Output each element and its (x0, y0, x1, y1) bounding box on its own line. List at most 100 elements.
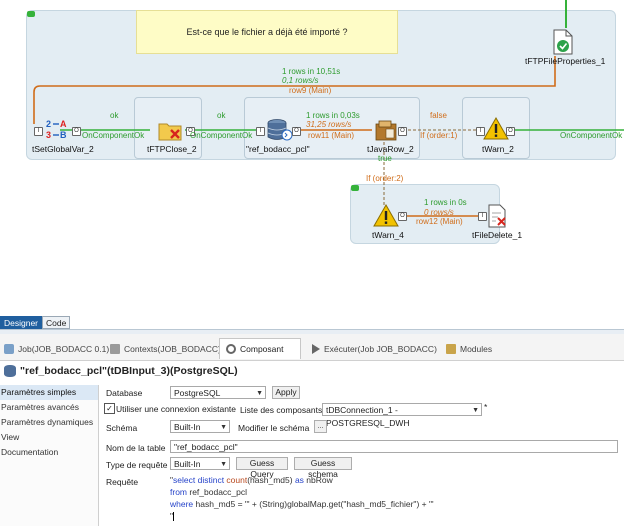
twarn4-component[interactable] (372, 203, 404, 233)
tftpfileproperties-component[interactable] (548, 28, 580, 58)
code-tab[interactable]: Code (42, 316, 71, 329)
row12-name[interactable]: row12 (Main) (416, 217, 463, 226)
input-port[interactable]: I (478, 212, 487, 221)
query-quote-close: " (170, 511, 174, 521)
use-existing-checkbox[interactable]: ✓ (104, 403, 115, 414)
svg-text:B: B (60, 130, 67, 140)
oncomponentok-label-2[interactable]: OnComponentOk (190, 131, 253, 140)
table-name-input[interactable]: "ref_bodacc_pcl" (170, 440, 618, 453)
guess-schema-button[interactable]: Guess schema (294, 457, 352, 479)
warning-icon (483, 116, 509, 140)
row9-stats-2-text: 0,1 rows/s (282, 76, 319, 85)
subjob-collapse-handle[interactable] (351, 185, 359, 191)
schema-label: Schéma (106, 423, 138, 433)
row11-stats-1: 1 rows in 0,03s (306, 111, 360, 120)
query-line-4: " (170, 510, 618, 522)
tab-contexts[interactable]: Contexts(JOB_BODACC) (110, 340, 221, 358)
twarn2-component[interactable] (482, 116, 514, 146)
database-select[interactable]: PostgreSQL ▼ (170, 386, 266, 399)
job-icon (4, 344, 14, 354)
oncomponentok-label-1[interactable]: OnComponentOk (82, 131, 145, 140)
tjavarow-component[interactable] (372, 116, 404, 146)
row9-name[interactable]: row9 (Main) (289, 86, 332, 95)
output-port[interactable]: O (398, 212, 407, 221)
query-label: Requête (106, 477, 139, 487)
output-port[interactable]: O (398, 127, 407, 136)
svg-text:A: A (60, 119, 67, 129)
schema-select[interactable]: Built-In ▼ (170, 420, 230, 433)
tab-modules-label: Modules (460, 344, 493, 354)
subjob-warn (350, 184, 500, 244)
if-order2-label[interactable]: If (order:2) (366, 174, 404, 183)
query-l3-rest: hash_md5 = '" + (String)globalMap.get("h… (193, 499, 434, 509)
query-line-2: from ref_bodacc_pcl (170, 486, 618, 498)
output-port[interactable]: O (506, 127, 515, 136)
schema-select-value: Built-In (174, 422, 201, 432)
modify-schema-label: Modifier le schéma (238, 423, 310, 433)
database-label: Database (106, 388, 143, 398)
tfiledelete-component[interactable] (484, 203, 516, 233)
query-type-label: Type de requête (106, 460, 168, 470)
query-l2-rest: ref_bodacc_pcl (187, 487, 248, 497)
tab-composant[interactable]: Composant (219, 338, 301, 359)
components-list-select[interactable]: tDBConnection_1 - POSTGRESQL_DWH ▼ (322, 403, 482, 428)
output-port[interactable]: O (292, 127, 301, 136)
designer-tab[interactable]: Designer (0, 316, 43, 329)
query-kw-where: where (170, 499, 194, 509)
components-list-value: tDBConnection_1 - POSTGRESQL_DWH (326, 405, 410, 428)
input-port[interactable]: I (256, 127, 265, 136)
tsetglobalvar-label: tSetGlobalVar_2 (32, 144, 94, 154)
row9-stats-2: 0,1 rows/s (282, 76, 318, 85)
if-order1-label[interactable]: If (order:1) (420, 131, 458, 140)
file-check-icon (553, 29, 573, 55)
tab-executer-label: Exécuter(Job JOB_BODACC) (324, 344, 437, 354)
sidebar-item-view[interactable]: View (1, 432, 20, 442)
twarn2-label: tWarn_2 (482, 144, 514, 154)
run-icon (312, 344, 320, 354)
row12-stats-1: 1 rows in 0s (424, 198, 467, 207)
sidebar-item-parametres-dynamiques[interactable]: Paramètres dynamiques (1, 417, 94, 427)
required-marker: * (484, 402, 488, 412)
query-type-select[interactable]: Built-In ▼ (170, 457, 230, 470)
query-kw-from: from (170, 487, 187, 497)
tab-modules[interactable]: Modules (446, 340, 492, 358)
edit-schema-button[interactable]: ... (314, 420, 327, 433)
tdbinput-component[interactable] (264, 116, 296, 146)
query-l1-tail: nbRow (303, 475, 333, 485)
database-select-value: PostgreSQL (174, 388, 221, 398)
tfiledelete-label: tFileDelete_1 (472, 230, 523, 240)
tftpclose-component[interactable] (156, 116, 188, 146)
tab-job[interactable]: Job(JOB_BODACC 0.1) (4, 340, 109, 358)
guess-query-button[interactable]: Guess Query (236, 457, 288, 479)
query-editor[interactable]: "select distinct count(hash_md5) as nbRo… (170, 474, 618, 524)
tab-executer[interactable]: Exécuter(Job JOB_BODACC) (312, 340, 437, 358)
subjob-collapse-handle[interactable] (27, 11, 35, 17)
oncomponentok-label-3[interactable]: OnComponentOk (560, 131, 623, 140)
note-text: Est-ce que le fichier a déjà été importé… (186, 27, 348, 37)
component-title-text: "ref_bodacc_pcl"(tDBInput_3)(PostgreSQL) (20, 365, 238, 377)
sidebar-item-parametres-simples[interactable]: Paramètres simples (0, 385, 98, 400)
connectors (33, 0, 624, 217)
true-label: true (378, 154, 392, 163)
input-port[interactable]: I (34, 127, 43, 136)
database-icon (267, 119, 293, 141)
input-port[interactable]: I (476, 127, 485, 136)
job-designer-canvas[interactable]: Est-ce que le fichier a déjà été importé… (0, 0, 624, 308)
query-kw-as: as (294, 475, 304, 485)
sidebar-item-parametres-avances[interactable]: Paramètres avancés (1, 402, 79, 412)
table-name-label: Nom de la table (106, 443, 166, 453)
apply-button[interactable]: Apply (272, 386, 300, 399)
sidebar-item-documentation[interactable]: Documentation (1, 447, 59, 457)
tdbinput-label: "ref_bodacc_pcl" (246, 144, 310, 154)
query-quote-open: " (170, 475, 174, 485)
tsetglobalvar-component[interactable]: 2 A 3 B (40, 116, 72, 146)
warning-icon (373, 203, 399, 227)
note[interactable]: Est-ce que le fichier a déjà été importé… (136, 10, 398, 54)
query-fn-count: count (226, 475, 248, 485)
row11-stats-2: 31,25 rows/s (306, 120, 351, 129)
output-port[interactable]: O (186, 127, 195, 136)
output-port[interactable]: O (72, 127, 81, 136)
row11-name[interactable]: row11 (Main) (308, 131, 355, 140)
use-existing-label: Utiliser une connexion existante (116, 404, 237, 414)
java-row-icon (375, 120, 397, 141)
